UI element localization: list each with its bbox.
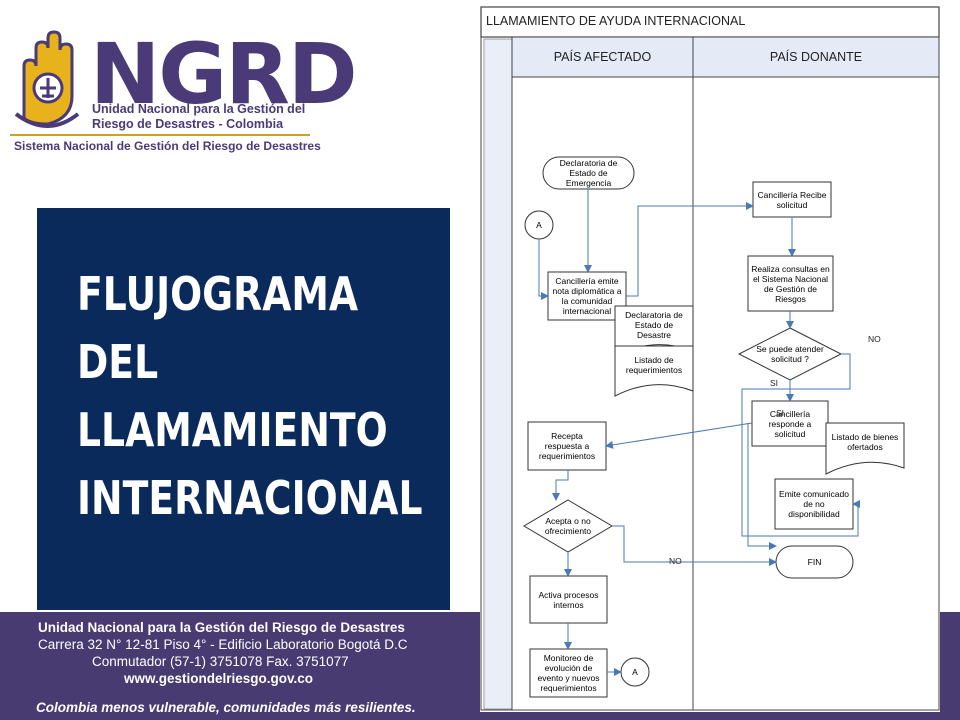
node-decision-acepta: Acepta o no ofrecimiento	[544, 516, 592, 536]
logo-line-1: Unidad Nacional para la Gestión del	[92, 102, 306, 116]
node-consultas: Realiza consultas en el Sistema Nacional…	[751, 263, 830, 304]
node-fin: FIN	[807, 557, 822, 567]
node-recibe-solicitud: Cancillería Recibe solicitud	[757, 189, 827, 210]
title-panel: FLUJOGRAMA DEL LLAMAMIENTO INTERNACIONAL	[37, 208, 450, 610]
node-doc-bienes: Listado de bienes ofertados	[831, 432, 899, 452]
footer-web: www.gestiondelriesgo.gov.co	[124, 671, 314, 686]
footer-phone: Conmutador (57-1) 3751078 Fax. 3751077	[92, 654, 349, 669]
lane-header-affected: PAÍS AFECTADO	[553, 50, 652, 64]
logo-acronym: NGRD	[90, 25, 358, 123]
title-line: DEL	[77, 335, 159, 389]
footer-address: Carrera 32 N° 12-81 Piso 4° - Edificio L…	[38, 637, 408, 652]
ngrd-logo: NGRD Unidad Nacional para la Gestión del…	[10, 22, 358, 162]
edge-label-si-atender: SI	[770, 378, 779, 388]
edge-label-no-acepta: NO	[669, 556, 682, 566]
edge-label-si-responde: SI	[776, 408, 785, 418]
title-line: FLUJOGRAMA	[77, 267, 359, 321]
node-connector-a-top: A	[536, 220, 542, 230]
flowchart-panel: LLAMAMIENTO DE AYUDA INTERNACIONAL PAÍS …	[480, 6, 940, 712]
node-activa-procesos: Activa procesos internos	[538, 589, 599, 610]
hand-emblem-icon	[14, 30, 80, 128]
node-responde-solicitud: Cancillería responde a solicitud	[768, 408, 812, 439]
logo-divider	[10, 134, 310, 136]
logo-system-name: Sistema Nacional de Gestión del Riesgo d…	[14, 139, 321, 153]
slide-title: FLUJOGRAMA DEL LLAMAMIENTO INTERNACIONAL	[77, 260, 422, 532]
footer-accent	[938, 706, 960, 720]
lane-header-donor: PAÍS DONANTE	[769, 50, 863, 64]
node-declaratoria: Declaratoria de Estado de Emergencia	[559, 158, 618, 188]
footer-org: Unidad Nacional para la Gestión del Ries…	[38, 620, 405, 635]
node-comunicado: Emite comunicado de no disponibilidad	[779, 489, 849, 519]
title-line: LLAMAMIENTO	[77, 403, 388, 457]
title-line: INTERNACIONAL	[77, 471, 423, 525]
node-doc-desastre: Declaratoria de Estado de Desastre	[625, 310, 683, 340]
edge-label-no-atender: NO	[868, 334, 881, 344]
node-doc-requerimientos: Listado de requerimientos	[625, 355, 683, 375]
node-decision-atender: Se puede atender solicitud ?	[756, 344, 824, 364]
node-recepta: Recepta respuesta a requerimientos	[538, 431, 596, 461]
footer-accent	[938, 622, 960, 636]
flowchart-title: LLAMAMIENTO DE AYUDA INTERNACIONAL	[486, 14, 746, 28]
footer-slogan: Colombia menos vulnerable, comunidades m…	[36, 700, 416, 715]
node-monitoreo: Monitoreo de evolución de evento y nuevo…	[537, 653, 600, 693]
node-nota-diplomatica: Cancillería emite nota diplomática a la …	[552, 276, 622, 316]
logo-line-2: Riesgo de Desastres - Colombia	[92, 117, 284, 131]
flowchart-lines	[480, 6, 940, 711]
node-connector-a-bottom: A	[632, 667, 638, 677]
